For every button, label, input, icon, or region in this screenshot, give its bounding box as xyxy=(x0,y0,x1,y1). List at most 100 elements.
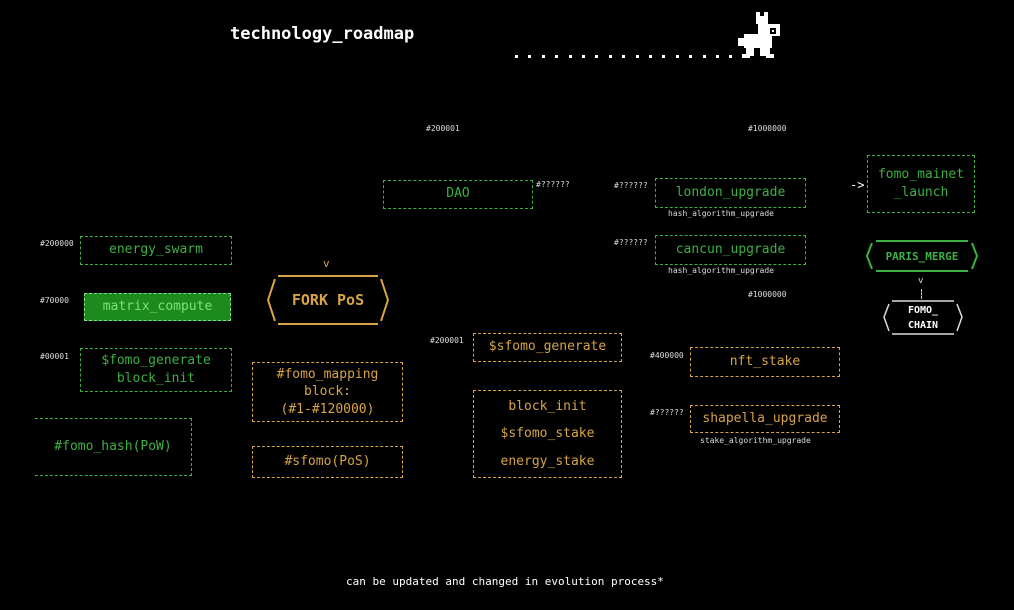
dot xyxy=(649,55,652,58)
dot xyxy=(675,55,679,58)
shapella-tag: #?????? xyxy=(650,408,684,417)
left-vertical-line xyxy=(35,135,36,475)
footer-note: can be updated and changed in evolution … xyxy=(346,575,664,588)
fomo-generate-node[interactable]: $fomo_generate block_init xyxy=(80,348,232,392)
node-label: CHAIN xyxy=(907,319,939,331)
node-label: FORK PoS xyxy=(291,291,365,309)
node-label: PARIS_MERGE xyxy=(885,249,959,263)
tag-70000: #70000 xyxy=(40,296,69,305)
stake-node[interactable]: block_init $sfomo_stake energy_stake xyxy=(473,390,622,478)
matrix-compute-node[interactable]: matrix_compute xyxy=(84,293,231,321)
connector xyxy=(577,135,578,190)
connector xyxy=(645,362,690,363)
connector xyxy=(921,289,922,299)
dot xyxy=(541,55,545,58)
dot xyxy=(555,55,559,58)
sfomo-generate-tag: #200001 xyxy=(430,336,464,345)
energy-swarm-node[interactable]: energy_swarm xyxy=(80,236,232,265)
dot xyxy=(689,55,693,58)
connector xyxy=(327,422,328,446)
rabbit-icon xyxy=(738,12,780,58)
fomo-hash-pow-node[interactable]: #fomo_hash(PoW) xyxy=(35,418,192,476)
connector xyxy=(425,347,473,348)
fork-arrow: v xyxy=(323,257,330,270)
paris-arrow: v xyxy=(918,276,924,286)
fomo-chain-node[interactable]: FOMO_ CHAIN xyxy=(882,299,964,336)
node-label: energy_stake xyxy=(500,453,595,469)
tag-200001: #200001 xyxy=(426,124,460,133)
tag-1000000-mid: #1000000 xyxy=(748,290,787,299)
node-label: shapella_upgrade xyxy=(702,410,828,426)
dot xyxy=(595,55,599,58)
connector xyxy=(35,307,84,308)
tag-00001: #00001 xyxy=(40,352,69,361)
paris-merge-node[interactable]: PARIS_MERGE xyxy=(866,239,978,273)
connector xyxy=(35,250,80,251)
top-timeline-line xyxy=(35,135,848,136)
connector xyxy=(610,245,655,246)
fomo-mainnet-launch-node[interactable]: fomo_mainet _launch xyxy=(867,155,975,213)
mid-timeline-line xyxy=(425,300,848,301)
node-label: (#1-#120000) xyxy=(280,401,375,417)
node-label: block_init xyxy=(508,399,587,415)
london-tag: #?????? xyxy=(614,181,648,190)
node-label: #sfomo(PoS) xyxy=(284,453,371,469)
sfomo-generate-node[interactable]: $sfomo_generate xyxy=(473,333,622,362)
dot xyxy=(528,55,532,58)
node-label: $sfomo_generate xyxy=(488,339,607,355)
mainnet-arrow: -> xyxy=(850,178,865,192)
node-label: block: xyxy=(304,384,351,400)
connector xyxy=(610,135,611,245)
node-label: fomo_mainet xyxy=(877,166,965,182)
dao-tag: #?????? xyxy=(536,180,570,189)
fomo-mapping-node[interactable]: #fomo_mapping block:(#1-#120000) xyxy=(252,362,403,422)
london-upgrade-node[interactable]: london_upgrade xyxy=(655,178,806,208)
node-label: matrix_compute xyxy=(102,298,213,314)
connector xyxy=(921,213,922,240)
node-label: _launch xyxy=(893,185,949,200)
nft-tag: #400000 xyxy=(650,351,684,360)
dot xyxy=(622,55,626,58)
dot xyxy=(608,55,612,58)
connector xyxy=(645,300,646,420)
connector xyxy=(610,192,655,193)
node-label: nft_stake xyxy=(729,353,801,369)
dot xyxy=(635,55,639,58)
dot xyxy=(568,55,572,58)
dot xyxy=(662,55,666,58)
node-label: london_upgrade xyxy=(675,184,786,200)
tag-1000000: #1000000 xyxy=(748,124,787,133)
fork-pos-node[interactable]: FORK PoS xyxy=(266,274,390,326)
dot xyxy=(582,55,585,58)
node-label: cancun_upgrade xyxy=(675,241,786,257)
node-label: block_init xyxy=(116,371,196,386)
node-label: #fomo_mapping xyxy=(276,366,379,382)
connector xyxy=(533,190,577,191)
dot xyxy=(515,55,518,58)
connector xyxy=(35,362,80,363)
connector xyxy=(403,390,425,391)
cancun-subtitle: hash_algorithm_upgrade xyxy=(668,266,774,275)
node-label: $sfomo_stake xyxy=(500,426,595,442)
node-label: $fomo_generate xyxy=(101,353,211,369)
nft-stake-node[interactable]: nft_stake xyxy=(690,347,840,377)
node-label: energy_swarm xyxy=(109,242,203,258)
connector xyxy=(645,420,690,421)
shapella-subtitle: stake_algorithm_upgrade xyxy=(700,436,811,445)
tag-200000: #200000 xyxy=(40,239,74,248)
node-label: FOMO_ xyxy=(907,304,939,316)
node-label: #fomo_hash(PoW) xyxy=(54,438,172,454)
london-subtitle: hash_algorithm_upgrade xyxy=(668,209,774,218)
dot xyxy=(729,55,733,58)
dao-node[interactable]: DAO xyxy=(383,180,533,209)
right-vertical-line xyxy=(848,135,849,300)
fork-connector xyxy=(327,135,328,257)
sfomo-pos-node[interactable]: #sfomo(PoS) xyxy=(252,446,403,478)
node-label: DAO xyxy=(446,186,470,202)
cancun-upgrade-node[interactable]: cancun_upgrade xyxy=(655,235,806,265)
dot xyxy=(702,55,706,58)
connector xyxy=(425,300,426,390)
connector xyxy=(327,326,328,362)
shapella-upgrade-node[interactable]: shapella_upgrade xyxy=(690,405,840,433)
